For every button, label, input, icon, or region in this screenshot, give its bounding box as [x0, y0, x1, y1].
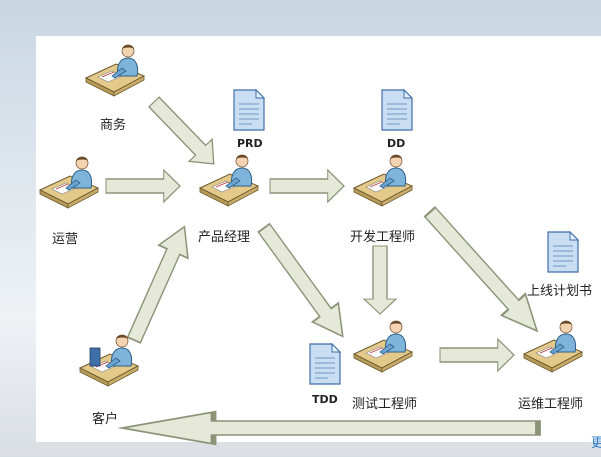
test-engineer-figure-icon: [353, 320, 413, 373]
product-manager-label: 产品经理: [198, 230, 251, 245]
operations-label: 运营: [52, 232, 79, 247]
arrow-dev-to-test: [363, 245, 397, 315]
arrow-operations-to-pm: [105, 169, 181, 203]
more-link[interactable]: 更: [591, 436, 601, 451]
dd-label: DD: [387, 137, 406, 150]
operations-figure-icon: [39, 156, 99, 209]
prd-document-icon: [233, 89, 265, 131]
business-label: 商务: [100, 118, 127, 133]
dev-engineer-label: 开发工程师: [350, 230, 416, 245]
arrow-pm-to-dev: [269, 169, 345, 203]
ops-engineer-figure-icon: [523, 320, 583, 373]
launch-plan-label: 上线计划书: [527, 284, 593, 299]
customer-label: 客户: [92, 412, 119, 427]
dd-document-icon: [381, 89, 413, 131]
arrow-test-to-ops: [439, 338, 515, 372]
tdd-document-icon: [309, 343, 341, 385]
arrow-customer-to-pm: [118, 219, 200, 348]
tdd-label: TDD: [312, 393, 338, 406]
launch-plan-document-icon: [547, 231, 579, 273]
arrow-ops-to-customer: [122, 412, 538, 444]
product-manager-figure-icon: [199, 154, 259, 207]
ops-engineer-label: 运维工程师: [518, 397, 584, 412]
customer-figure-icon: [79, 334, 139, 387]
business-figure-icon: [85, 44, 145, 97]
test-engineer-label: 测试工程师: [352, 397, 418, 412]
prd-label: PRD: [237, 137, 263, 150]
dev-engineer-figure-icon: [353, 154, 413, 207]
arrow-pm-to-test: [250, 217, 357, 347]
